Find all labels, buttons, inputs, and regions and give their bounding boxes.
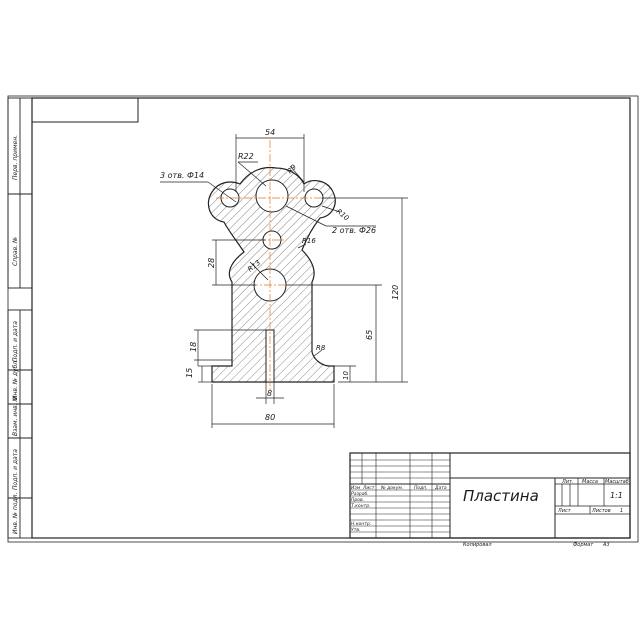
side-label-5: Подп. и дата: [12, 449, 19, 490]
sheets-label: Листов: [591, 508, 611, 514]
dimension-lines: [160, 134, 408, 428]
dim-r16: R16: [302, 237, 316, 245]
dim-holes2: 2 отв. Ф26: [332, 226, 376, 235]
scale-value: 1:1: [610, 491, 623, 500]
format-label: Формат: [573, 542, 594, 548]
hole-top-26: [255, 179, 289, 213]
role-prov: Пров.: [351, 497, 364, 503]
role-razrab: Разраб.: [351, 491, 369, 497]
side-stamp-labels: Перв. примен. Справ. № Подп. и дата Инв.…: [12, 135, 19, 534]
side-label-0: Перв. примен.: [12, 135, 19, 180]
title-block-text: Пластина Изм Лист № докум. Подп. Дата Ра…: [351, 479, 629, 548]
dim-65: 65: [365, 330, 374, 340]
dim-80: 80: [265, 413, 275, 422]
copied-label: Копировал: [463, 542, 492, 548]
hdr-lit: Лит.: [561, 479, 574, 485]
side-label-6: Инв. № подл.: [12, 493, 19, 534]
title-block: [349, 452, 631, 539]
hdr-masshtab: Масштаб: [605, 479, 629, 485]
role-tkontr: Т.контр.: [351, 503, 371, 509]
role-nkontr: Н.контр.: [351, 521, 371, 527]
dim-8: 8: [267, 389, 272, 398]
dim-15: 15: [185, 368, 194, 378]
dim-18: 18: [189, 342, 198, 352]
part-name: Пластина: [463, 487, 539, 505]
inner-frame: [31, 97, 631, 539]
hdr-doc: № докум.: [380, 485, 403, 491]
sheets-value: 1: [620, 508, 623, 514]
format-value: A3: [602, 542, 610, 548]
dim-r10: R10: [335, 207, 351, 222]
hdr-massa: Масса: [582, 479, 598, 485]
side-stamp-column: [7, 97, 33, 539]
dim-r22: R22: [238, 152, 254, 161]
side-label-1: Справ. №: [12, 237, 19, 266]
top-left-stamp: [31, 97, 139, 123]
hdr-data: Дата: [434, 485, 447, 491]
dim-holes3: 3 отв. Ф14: [160, 171, 204, 180]
dim-120: 120: [391, 285, 400, 300]
hdr-podp: Подп.: [414, 485, 428, 491]
dim-28: 28: [207, 258, 216, 268]
sheet-label: Лист: [557, 508, 572, 514]
side-label-4: Взам. инв. №: [12, 395, 19, 436]
dim-r8: R8: [316, 344, 326, 352]
outer-frame: [7, 95, 639, 543]
side-label-2: Подп. и дата: [12, 321, 19, 362]
hdr-izm: Изм: [351, 485, 361, 491]
dim-10: 10: [342, 371, 350, 380]
dim-54: 54: [265, 128, 275, 137]
role-utv: Утв.: [351, 527, 360, 533]
hdr-list: Лист: [362, 485, 375, 491]
side-label-3: Инв. № дубл.: [12, 359, 19, 400]
